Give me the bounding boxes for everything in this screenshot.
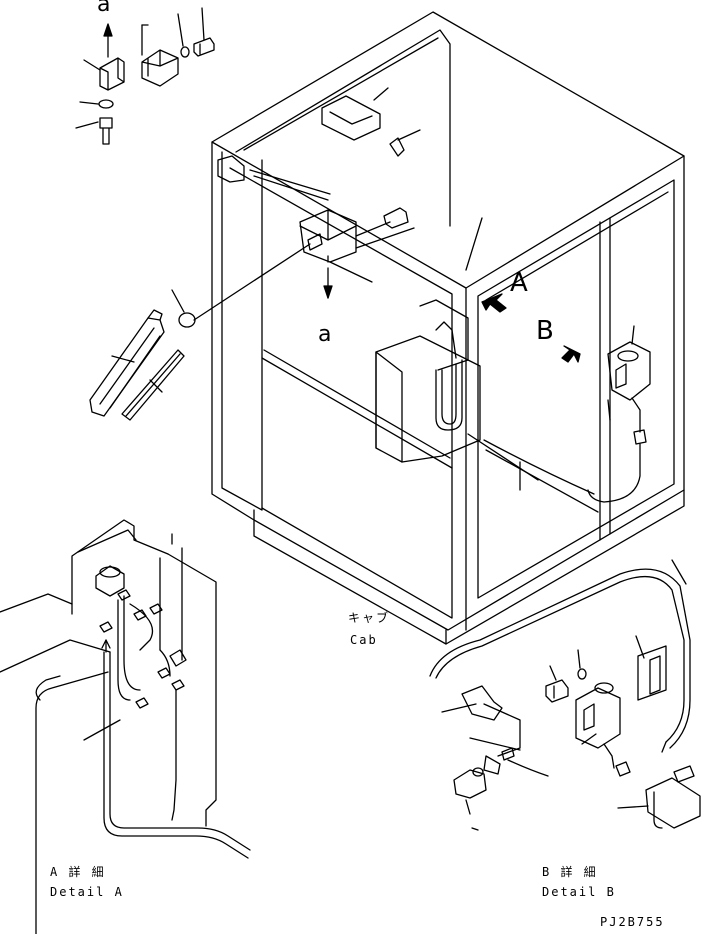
knob [179,313,195,327]
caption-detail-a-en: Detail A [50,885,124,899]
washer-tank [376,336,480,462]
caption-cab-jp: キャブ [348,611,391,625]
reservoir-main [608,342,650,400]
switch-body [142,50,178,86]
caption-detail-b-en: Detail B [542,885,616,899]
caption-detail-a-jp: A 詳 細 [50,865,106,879]
top-rod [250,170,330,200]
view-arrow-b [562,346,580,362]
mount-bracket [100,58,124,90]
top-left-hardware-group [76,8,214,144]
bolt [194,38,214,56]
direction-arrow-a-top [104,24,112,57]
view-label-a: A [510,268,528,298]
drawing-code: PJ2B755 [600,915,665,929]
arrow-label-a-top: a [97,0,111,17]
cab-base [254,490,684,644]
direction-arrow-a-mid [324,256,332,298]
detail-a-switch [96,566,124,596]
lever-assembly [90,310,184,420]
center-bracket [300,210,356,262]
cab-assembly [172,12,684,644]
cab-frame [212,12,684,630]
detail-b-bracket [638,646,666,700]
detail-b-reservoir [576,688,620,748]
detail-b-sensor [462,686,502,720]
caption-cab-en: Cab [350,633,378,647]
arrow-label-a-mid: a [318,322,332,347]
detail-a-drawing [0,520,250,934]
detail-b-drawing [430,560,700,830]
view-arrow-a [482,294,506,312]
view-label-b: B [536,316,554,346]
caption-detail-b-jp: B 詳 細 [542,865,598,879]
washer [181,47,189,57]
